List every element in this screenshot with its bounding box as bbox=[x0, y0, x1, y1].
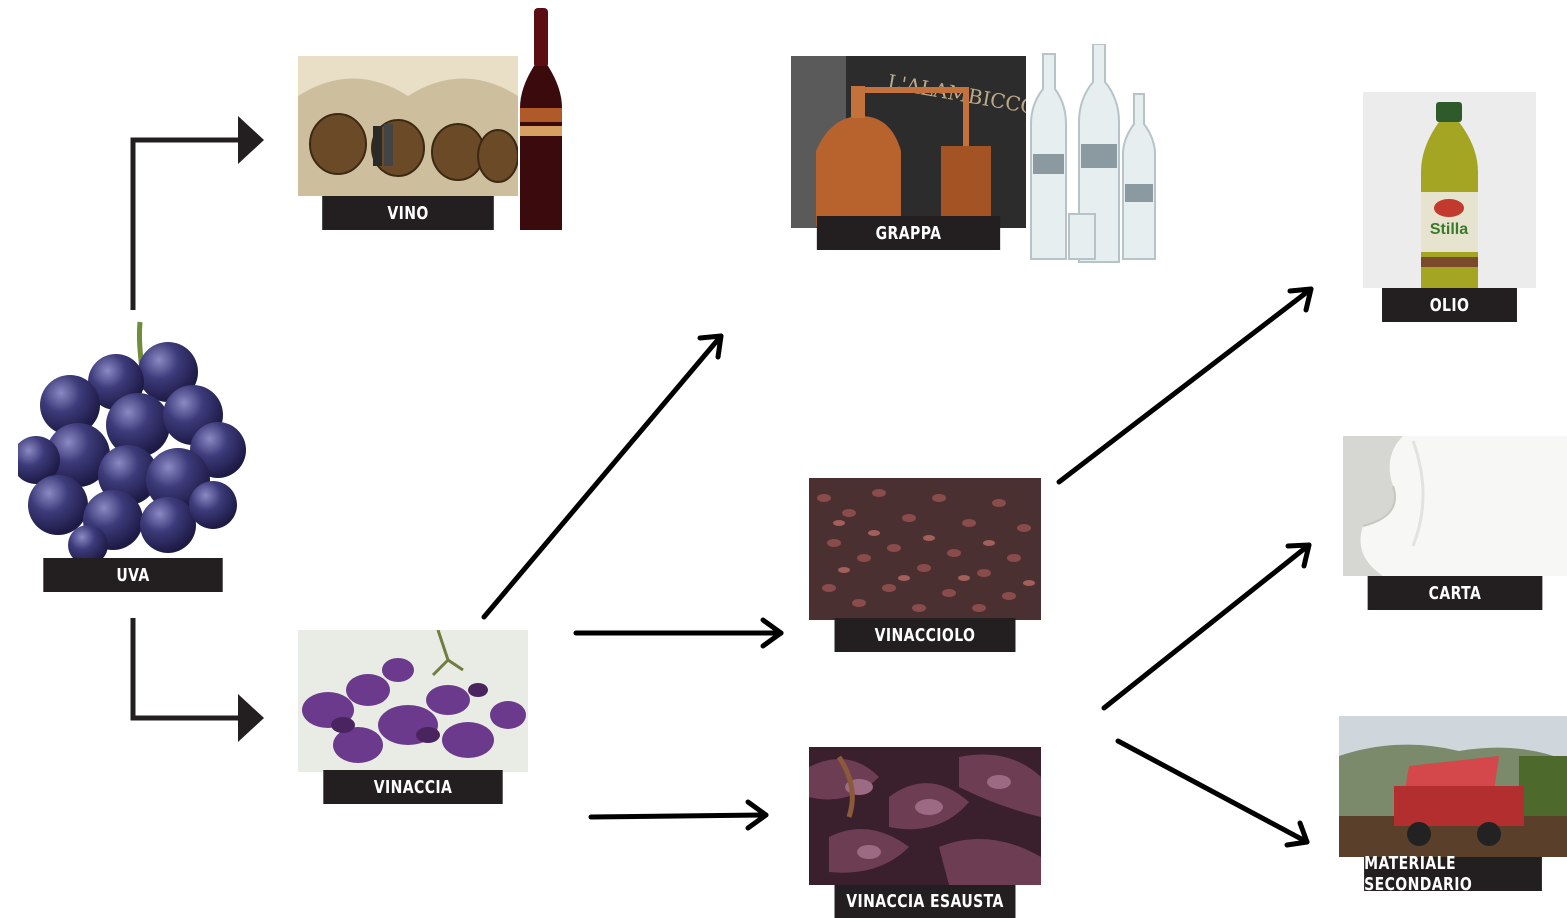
alembic-image: L'ALAMBICCO bbox=[791, 56, 1026, 228]
wine-cellar-image bbox=[298, 56, 518, 196]
vinacciolo-label: VINACCIOLO bbox=[834, 618, 1016, 652]
oil-brand-text: Stilla bbox=[1430, 221, 1468, 238]
grape-seeds-image bbox=[809, 478, 1041, 620]
olio-label: OLIO bbox=[1382, 288, 1517, 322]
vinaccia-esausta-label: VINACCIA ESAUSTA bbox=[834, 885, 1016, 918]
uva-label: UVA bbox=[43, 558, 223, 592]
arrow-vinaccia-to-vinacciolo bbox=[573, 617, 784, 649]
node-grappa: L'ALAMBICCO GRAPPA bbox=[791, 43, 1161, 266]
node-olio: Stilla OLIO bbox=[1363, 92, 1536, 322]
node-carta: CARTA bbox=[1343, 436, 1567, 610]
arrow-uva-to-vino bbox=[130, 116, 264, 310]
trailer-image bbox=[1339, 716, 1567, 857]
oil-bottle-image: Stilla bbox=[1363, 92, 1536, 288]
arrow-vinaccia-to-grappa bbox=[481, 333, 724, 620]
node-vinacciolo: VINACCIOLO bbox=[809, 478, 1041, 652]
paper-image bbox=[1343, 436, 1567, 576]
arrow-vinacciolo-to-olio bbox=[1056, 286, 1314, 485]
wine-bottle-image bbox=[516, 8, 566, 230]
vinaccia-label: VINACCIA bbox=[323, 770, 503, 804]
grappa-bottles-image bbox=[1021, 43, 1161, 266]
grape-pomace-image bbox=[298, 630, 528, 772]
materiale-secondario-label: MATERIALE SECONDARIO bbox=[1364, 853, 1542, 895]
node-vinaccia: VINACCIA bbox=[298, 630, 528, 804]
node-uva: UVA bbox=[18, 320, 248, 592]
arrow-esausta-to-carta bbox=[1101, 542, 1312, 711]
node-vino: VINO bbox=[298, 8, 566, 230]
node-vinaccia-esausta: VINACCIA ESAUSTA bbox=[809, 747, 1041, 918]
node-materiale-secondario: MATERIALE SECONDARIO bbox=[1339, 716, 1567, 895]
arrow-vinaccia-to-vinaccia-esausta bbox=[588, 799, 769, 831]
arrow-esausta-to-materiale bbox=[1115, 738, 1310, 848]
grapes-image bbox=[18, 320, 248, 560]
vino-label: VINO bbox=[322, 196, 494, 230]
arrow-uva-to-vinaccia bbox=[130, 618, 264, 742]
grappa-label: GRAPPA bbox=[816, 216, 1001, 250]
exhausted-pomace-image bbox=[809, 747, 1041, 885]
carta-label: CARTA bbox=[1367, 576, 1543, 610]
